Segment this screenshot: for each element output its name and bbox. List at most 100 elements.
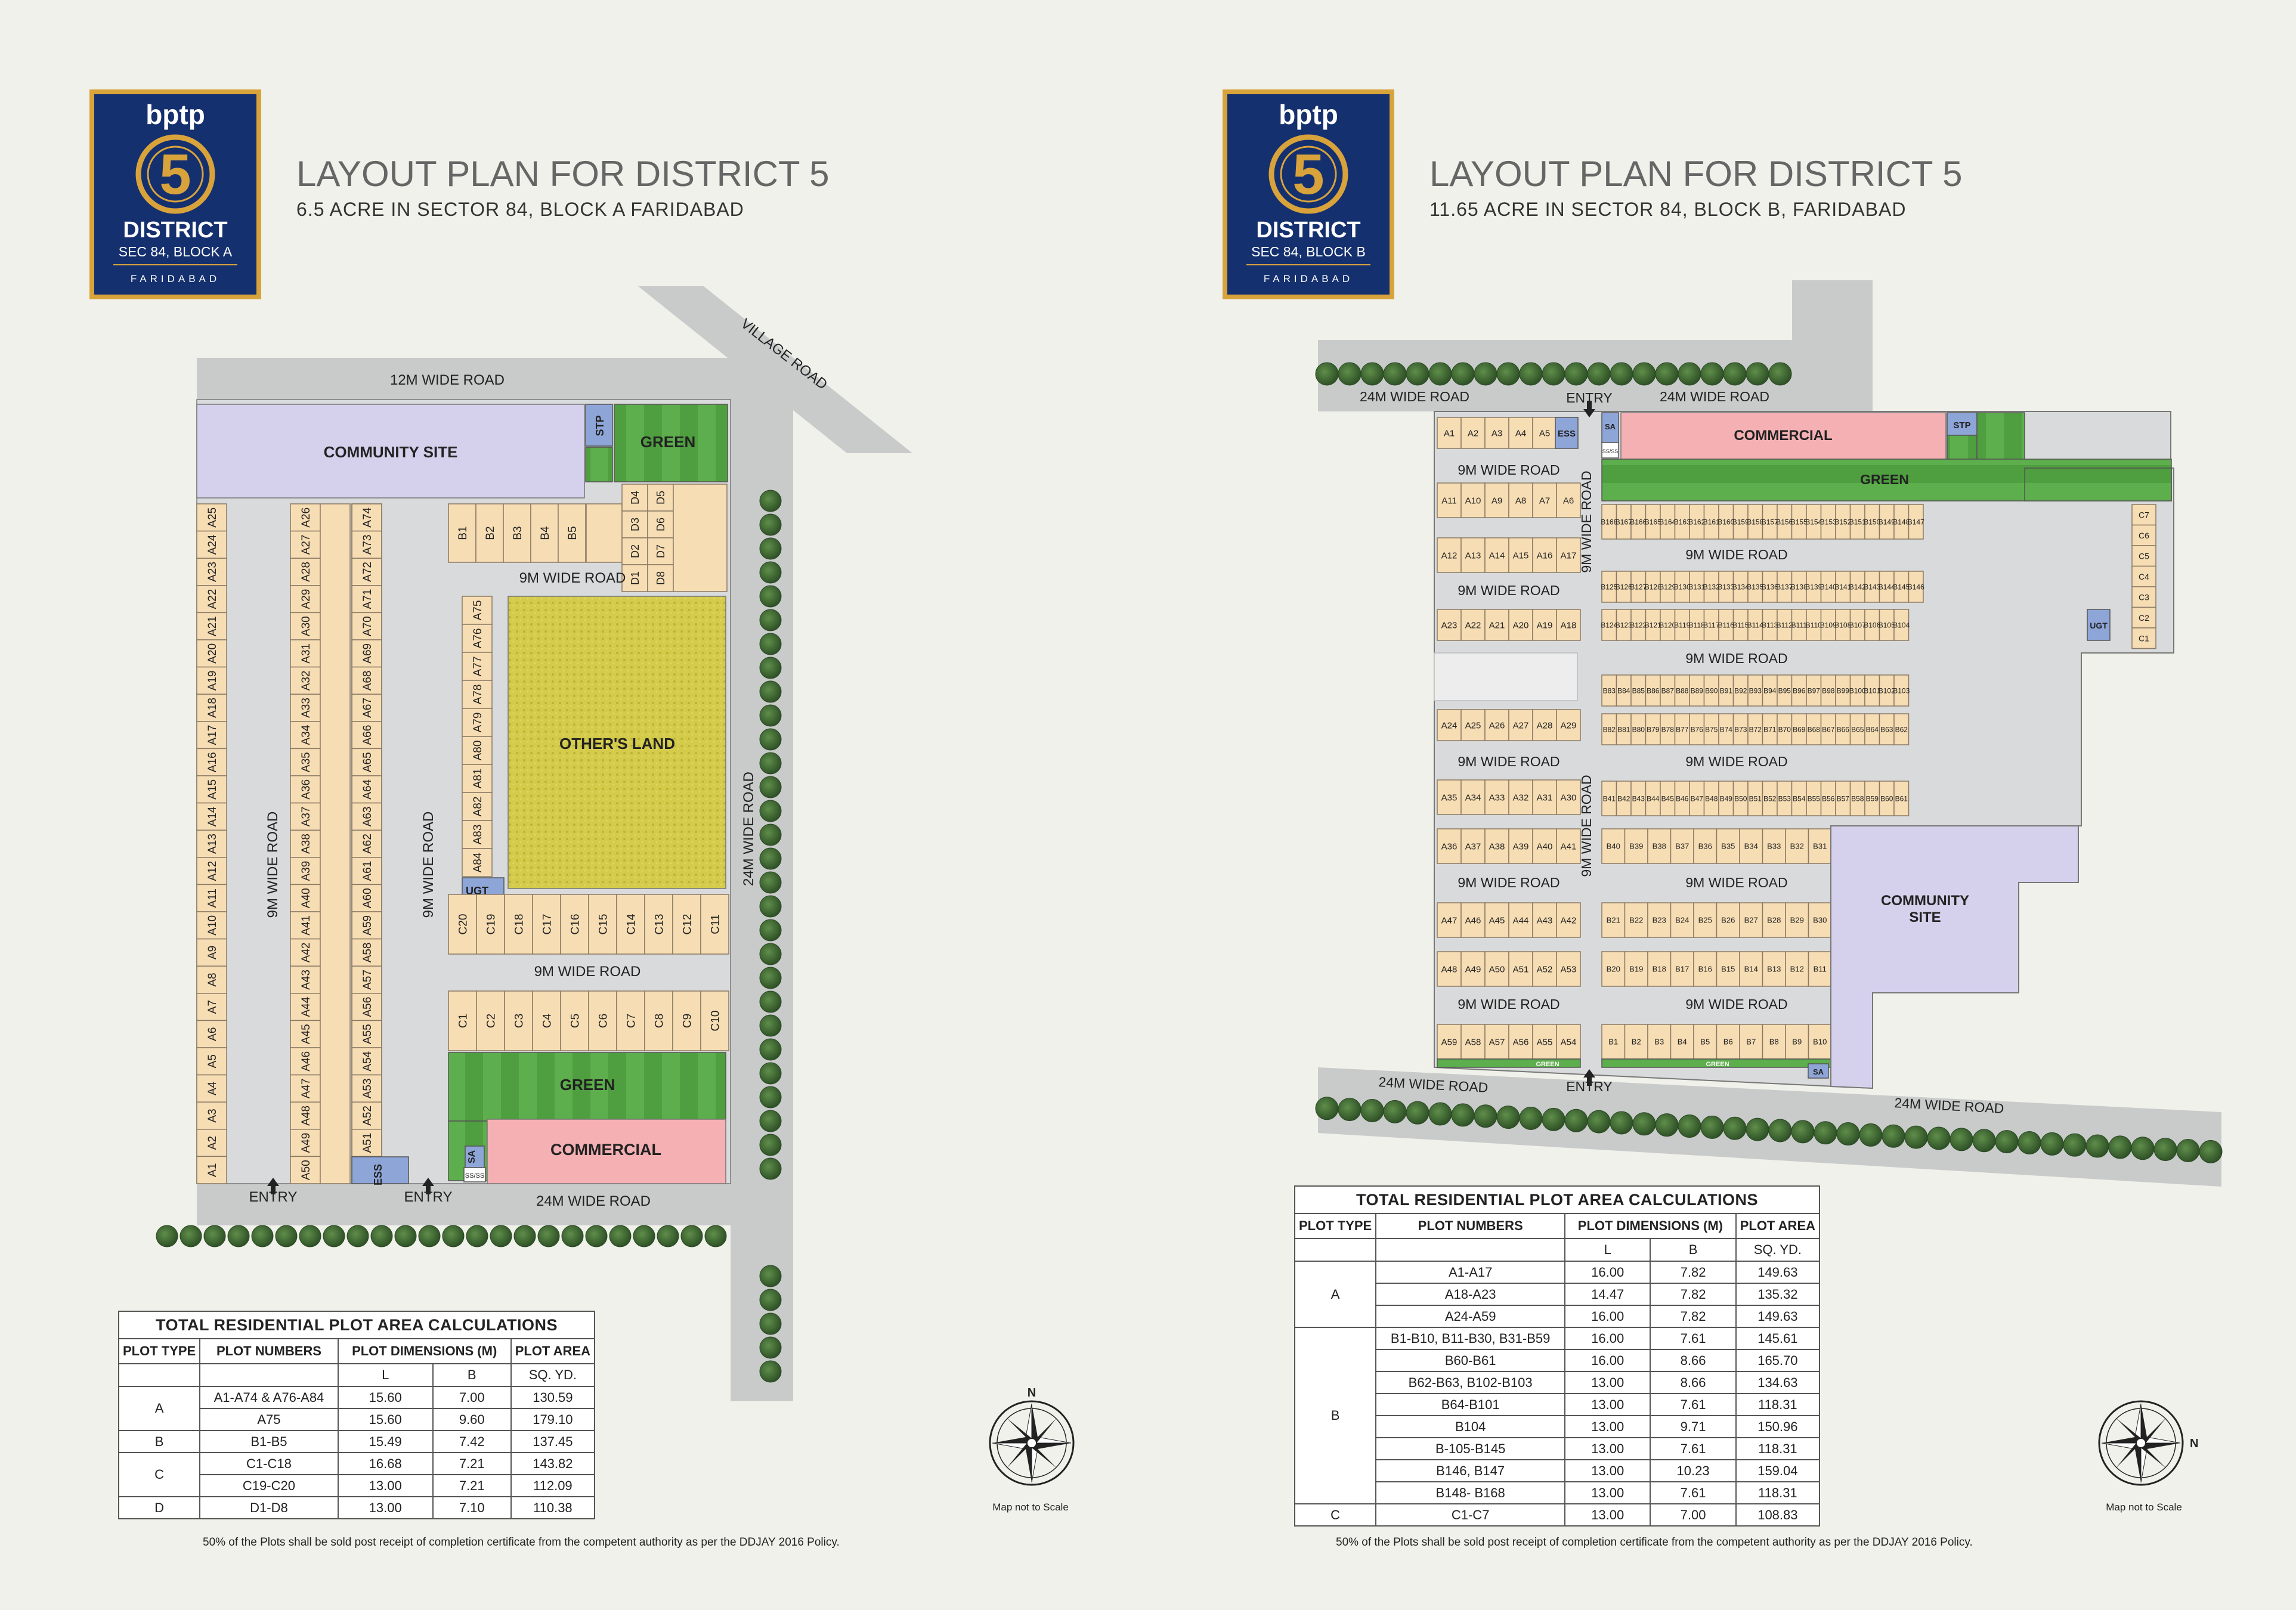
sa-label: SA bbox=[467, 1150, 477, 1163]
plot bbox=[1820, 504, 1836, 540]
logo-right: bptp 5 DISTRICT SEC 84, BLOCK B FARIDABA… bbox=[1223, 89, 1394, 299]
logo-title: DISTRICT bbox=[123, 218, 227, 243]
plot-label: B65 bbox=[1851, 725, 1864, 733]
tree-icon bbox=[759, 490, 782, 512]
plot-label: A12 bbox=[1441, 550, 1458, 561]
plot bbox=[462, 624, 493, 653]
length-cell: 13.00 bbox=[337, 1496, 434, 1519]
plot bbox=[1670, 828, 1694, 864]
plot bbox=[1508, 537, 1533, 573]
plot-label: A36 bbox=[300, 779, 312, 800]
plot bbox=[504, 990, 533, 1051]
plot-label: A44 bbox=[1513, 915, 1529, 925]
subheader-b: B bbox=[432, 1363, 512, 1387]
breadth-cell: 7.61 bbox=[1650, 1327, 1737, 1350]
plot bbox=[1689, 781, 1705, 816]
plot bbox=[1762, 674, 1778, 707]
plot bbox=[351, 1020, 382, 1048]
plot-label: A66 bbox=[361, 725, 374, 745]
plot-label: B131 bbox=[1688, 583, 1705, 591]
plot-label: A29 bbox=[1561, 720, 1577, 730]
plot bbox=[1785, 902, 1809, 938]
plot bbox=[1460, 779, 1486, 815]
plot-label: A54 bbox=[361, 1051, 374, 1071]
plot bbox=[1808, 1024, 1832, 1060]
plot-label: A14 bbox=[206, 806, 219, 826]
tree-icon bbox=[759, 513, 782, 536]
plot-label: A38 bbox=[1489, 841, 1505, 852]
tree-icon bbox=[1723, 362, 1747, 386]
green-top-label: GREEN bbox=[640, 433, 695, 451]
plot-label: C17 bbox=[541, 914, 553, 935]
plot bbox=[1806, 781, 1822, 816]
plot bbox=[1556, 902, 1581, 938]
tree-icon bbox=[759, 967, 782, 989]
left-labels: 12M WIDE ROAD VILLAGE ROAD 24M WIDE ROAD… bbox=[249, 315, 831, 1209]
plot-label: A5 bbox=[1539, 428, 1550, 438]
plot-label: A48 bbox=[300, 1106, 312, 1126]
plot-label: B55 bbox=[1808, 794, 1821, 803]
tree-icon bbox=[1564, 362, 1588, 386]
tree-icon bbox=[1836, 1122, 1860, 1146]
plot bbox=[476, 990, 505, 1051]
road-9m-a4-label: 9M WIDE ROAD bbox=[1458, 875, 1559, 890]
plot-numbers-cell: B62-B63, B102-B103 bbox=[1375, 1371, 1566, 1394]
plot-numbers-cell: B-105-B145 bbox=[1375, 1437, 1566, 1460]
plot bbox=[1484, 417, 1509, 449]
plot-label: B25 bbox=[1698, 916, 1712, 925]
plot bbox=[1777, 713, 1793, 745]
entry-2-label: ENTRY bbox=[404, 1189, 453, 1205]
green-strip-a bbox=[1437, 1058, 1581, 1068]
tree-icon bbox=[513, 1225, 536, 1247]
length-cell: 13.00 bbox=[1564, 1393, 1651, 1416]
plot bbox=[530, 503, 559, 563]
plot-label: B79 bbox=[1647, 725, 1660, 733]
plot bbox=[1762, 1024, 1786, 1060]
plot-label: B72 bbox=[1749, 725, 1762, 733]
plot bbox=[1762, 713, 1778, 745]
area-cell: 108.83 bbox=[1735, 1503, 1821, 1527]
ugt-area bbox=[2087, 609, 2111, 641]
commercial-area bbox=[487, 1119, 726, 1184]
tree-icon bbox=[1950, 1128, 1973, 1151]
plot-type-cell: B bbox=[1294, 1327, 1377, 1504]
plot-label: A16 bbox=[1537, 550, 1553, 561]
tree-icon bbox=[1496, 362, 1520, 386]
plot bbox=[1484, 482, 1509, 518]
plot bbox=[1849, 781, 1865, 816]
plot-label: B109 bbox=[1820, 621, 1837, 629]
plot bbox=[448, 990, 477, 1051]
plot bbox=[1616, 609, 1632, 641]
plot-label: B84 bbox=[1617, 686, 1630, 695]
plot bbox=[1808, 828, 1832, 864]
plot-label: B165 bbox=[1645, 518, 1661, 526]
road-9m-vertical-2-label: 9M WIDE ROAD bbox=[420, 812, 437, 918]
plot-label: B49 bbox=[1720, 794, 1733, 803]
entry-bottom-label: ENTRY bbox=[1566, 1079, 1613, 1094]
plot-label: A30 bbox=[1561, 792, 1577, 803]
plot-label: C2 bbox=[485, 1014, 497, 1028]
plot-label: A42 bbox=[1561, 915, 1577, 925]
plot-numbers-cell: D1-D8 bbox=[199, 1496, 339, 1519]
tree-icon bbox=[1564, 1109, 1588, 1132]
plot-label: B16 bbox=[1698, 965, 1712, 974]
road-9m-b4-label: 9M WIDE ROAD bbox=[1685, 875, 1787, 890]
plot bbox=[196, 639, 227, 668]
plot bbox=[448, 503, 476, 563]
plot-label: B70 bbox=[1778, 725, 1791, 733]
plot-label: B75 bbox=[1705, 725, 1718, 733]
tree-icon bbox=[759, 537, 782, 560]
plot-label: A9 bbox=[206, 946, 219, 959]
length-cell: 15.60 bbox=[337, 1386, 434, 1409]
tree-icon bbox=[759, 561, 782, 584]
plot-label: B4 bbox=[539, 526, 552, 540]
tree-icon bbox=[251, 1225, 274, 1247]
plot-label: B92 bbox=[1734, 686, 1747, 695]
plot bbox=[1532, 709, 1557, 741]
plot-filler bbox=[673, 484, 728, 592]
ugt-label: UGT bbox=[466, 885, 488, 897]
road-9m-top-label: 9M WIDE ROAD bbox=[519, 570, 626, 586]
